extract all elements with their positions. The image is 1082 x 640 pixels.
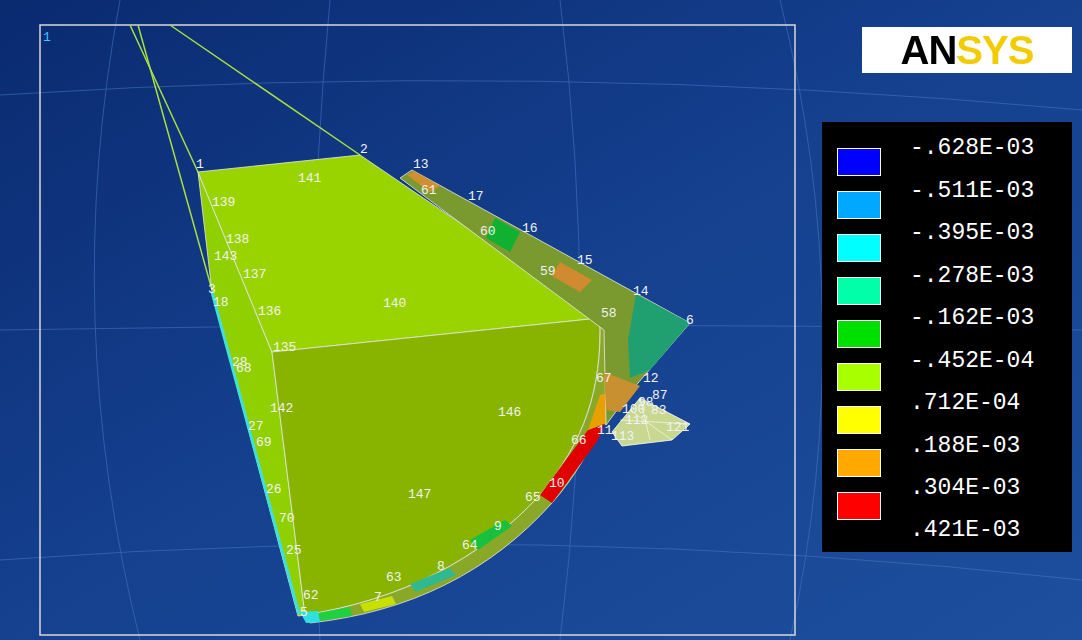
legend-swatch	[837, 363, 881, 391]
node-number: 135	[273, 341, 296, 354]
node-number: 139	[212, 196, 235, 209]
bottom-strip	[305, 318, 612, 623]
window-number: 1	[43, 31, 51, 44]
node-number: 67	[596, 372, 612, 385]
node-number: 59	[540, 265, 556, 278]
legend-swatch	[837, 492, 881, 520]
node-number: 140	[383, 297, 406, 310]
node-number: 137	[243, 268, 266, 281]
node-number: 136	[258, 305, 281, 318]
right-strip	[400, 170, 690, 425]
node-number: 66	[571, 434, 587, 447]
view-frame	[40, 25, 795, 635]
node-number: 142	[270, 402, 293, 415]
legend-value: -.278E-03	[910, 263, 1034, 289]
contour-teal	[410, 568, 456, 592]
node-number: 61	[421, 184, 437, 197]
node-number: 121	[666, 421, 689, 434]
legend-panel	[822, 122, 1072, 552]
node-number: 70	[279, 512, 295, 525]
node-number: 6	[686, 314, 694, 327]
node-number: 11	[597, 424, 613, 437]
node-number: 65	[525, 491, 541, 504]
node-number: 58	[601, 307, 617, 320]
node-number: 113	[611, 430, 634, 443]
node-number: 3	[208, 283, 216, 296]
node-number: 138	[226, 233, 249, 246]
legend-value: .188E-03	[910, 433, 1020, 459]
node-number: 25	[286, 544, 302, 557]
legend-swatch	[837, 449, 881, 477]
node-number: 8	[437, 560, 445, 573]
node-number: 10	[549, 477, 565, 490]
legend-swatch	[837, 234, 881, 262]
node-number: 147	[408, 488, 431, 501]
node-number: 18	[213, 296, 229, 309]
node-number: 68	[236, 362, 252, 375]
legend-swatch	[837, 148, 881, 176]
node-number: 16	[522, 222, 538, 235]
node-number: 2	[360, 143, 368, 156]
legend-swatch	[837, 191, 881, 219]
node-number: 64	[462, 539, 478, 552]
node-number: 17	[468, 190, 484, 203]
node-number: 9	[494, 520, 502, 533]
node-number: 83	[651, 404, 667, 417]
legend-value: -.452E-04	[910, 348, 1034, 374]
node-number: 26	[266, 483, 282, 496]
node-number: 5	[300, 606, 308, 619]
software-logo: ANSYS	[901, 28, 1034, 72]
contour-green	[318, 607, 352, 621]
node-number: 141	[298, 172, 321, 185]
legend-value: -.511E-03	[910, 178, 1034, 204]
legend-swatch	[837, 277, 881, 305]
front-face	[272, 318, 600, 615]
node-number: 63	[386, 571, 402, 584]
legend-swatch	[837, 406, 881, 434]
node-number: 146	[498, 406, 521, 419]
node-number: 62	[303, 589, 319, 602]
legend-swatch	[837, 320, 881, 348]
legend-value: -.162E-03	[910, 305, 1034, 331]
node-number: 13	[413, 158, 429, 171]
legend-value: .712E-04	[910, 390, 1020, 416]
node-number: 1	[196, 158, 204, 171]
contour-red	[540, 424, 604, 503]
node-number: 12	[643, 372, 659, 385]
node-number: 143	[214, 250, 237, 263]
contour-teal	[628, 294, 690, 378]
node-number: 87	[652, 389, 668, 402]
node-number: 27	[248, 420, 264, 433]
legend-value: -.628E-03	[910, 135, 1034, 161]
node-number: 69	[256, 436, 272, 449]
node-number: 15	[577, 254, 593, 267]
node-number: 60	[480, 225, 496, 238]
node-number: 7	[374, 591, 382, 604]
model	[198, 155, 690, 623]
logo-box: ANSYS	[862, 27, 1072, 73]
corner-cluster	[612, 398, 690, 446]
legend-value: .421E-03	[910, 517, 1020, 543]
node-number: 112	[625, 414, 648, 427]
node-number: 14	[633, 285, 649, 298]
legend-value: -.395E-03	[910, 220, 1034, 246]
legend-value: .304E-03	[910, 475, 1020, 501]
